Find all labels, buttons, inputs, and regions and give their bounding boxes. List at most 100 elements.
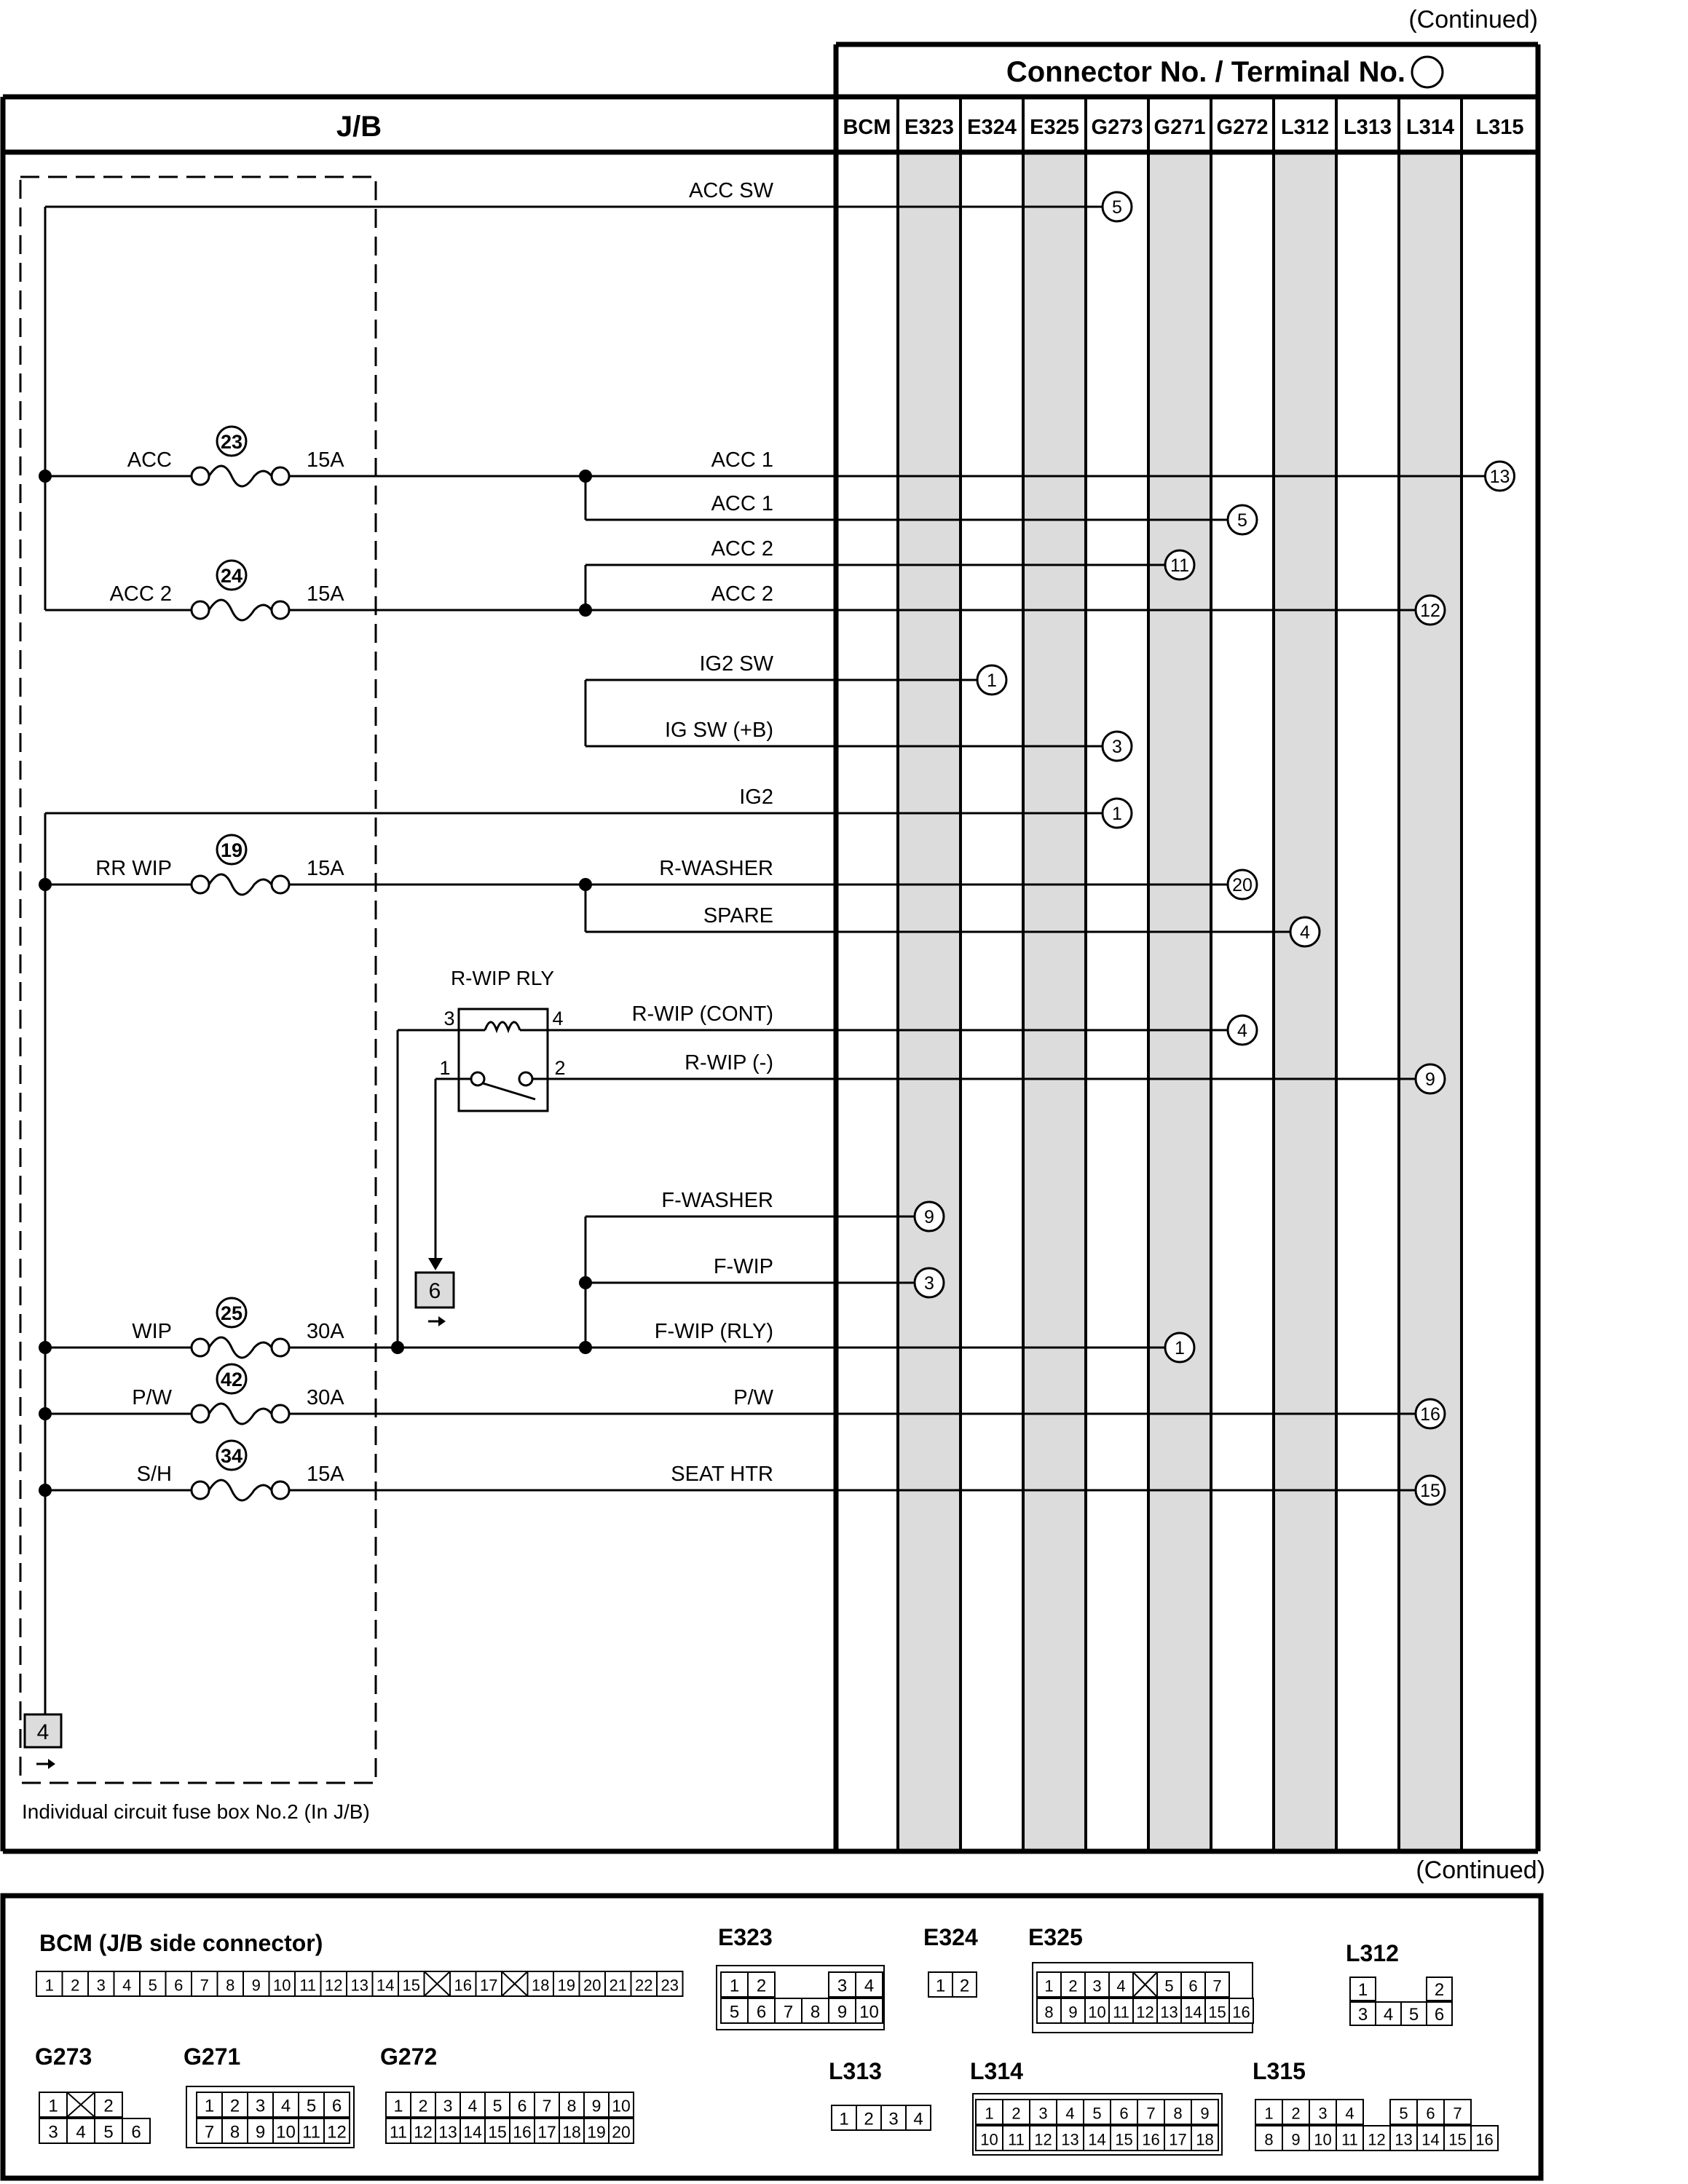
connector-pin: 11 xyxy=(1113,2003,1129,2022)
connector-pin: 9 xyxy=(592,2097,602,2116)
fuse-number-circle xyxy=(216,834,248,866)
terminal-circle xyxy=(1101,191,1133,223)
column-label-l313: L313 xyxy=(1344,116,1392,139)
terminal-circle xyxy=(1226,1014,1258,1046)
terminal-circle xyxy=(1484,460,1515,492)
terminal-number: 13 xyxy=(1490,467,1510,487)
connector-cell xyxy=(1470,2125,1499,2151)
connector-pin: 1 xyxy=(1264,2105,1273,2123)
connector-name: L315 xyxy=(1253,2058,1306,2084)
circuit-label: SPARE xyxy=(703,904,773,927)
connector-pin: 20 xyxy=(612,2123,631,2142)
continued-top-label: (Continued) xyxy=(1408,6,1538,33)
connector-cell xyxy=(1400,2001,1427,2026)
connector-cell xyxy=(346,1971,374,1997)
fuse-name: WIP xyxy=(132,1320,172,1343)
connector-cell xyxy=(1036,1971,1062,1998)
connector-pin: 3 xyxy=(888,2110,898,2129)
fuse-terminal xyxy=(190,874,210,895)
fuse-number: 42 xyxy=(221,1369,242,1390)
terminal-number: 3 xyxy=(1112,737,1122,757)
connector-cell xyxy=(484,2118,510,2144)
connector-header-title: Connector No. / Terminal No. xyxy=(1006,56,1405,88)
fuse-icon xyxy=(208,1402,273,1425)
fuse-name: ACC 2 xyxy=(110,582,172,606)
connector-pin: 16 xyxy=(1475,2131,1493,2149)
connector-cell xyxy=(1084,1998,1110,2024)
column-shading xyxy=(898,152,1462,1851)
fuse-terminal xyxy=(270,1404,291,1424)
connector-pin: 15 xyxy=(1448,2131,1466,2149)
connector-pin: 21 xyxy=(610,1977,627,1995)
terminal-number: 16 xyxy=(1420,1404,1440,1425)
connector-cell xyxy=(1389,2125,1418,2151)
connector-cell xyxy=(1036,1998,1062,2024)
circuit-label: F-WASHER xyxy=(661,1189,773,1212)
fuse-terminal xyxy=(190,1480,210,1500)
connector-pin: 3 xyxy=(1358,2005,1368,2025)
connector-cell xyxy=(578,1971,606,1997)
connector-pin: 8 xyxy=(226,1977,234,1995)
connector-cell xyxy=(216,1971,244,1997)
connector-pin: 7 xyxy=(1212,1977,1221,1995)
blank-cell-mark xyxy=(423,1971,451,1997)
blank-cell-mark xyxy=(501,1971,529,1997)
connector-pin: 5 xyxy=(103,2123,113,2143)
connector-pin: 4 xyxy=(1065,2105,1074,2123)
terminal-number: 3 xyxy=(924,1273,934,1294)
connector-pin: 6 xyxy=(332,2097,342,2116)
fuse-terminal xyxy=(190,600,210,620)
column-label-e323: E323 xyxy=(904,116,954,139)
blank-cell-mark xyxy=(66,2092,95,2118)
connector-pin: 7 xyxy=(200,1977,209,1995)
connector-cell xyxy=(1349,1977,1376,2001)
continued-bottom-label: (Continued) xyxy=(1416,1856,1545,1884)
connector-cell xyxy=(1110,2099,1138,2125)
terminal-circle xyxy=(1226,504,1258,536)
connector-pin: 9 xyxy=(1291,2131,1300,2149)
connector-cell xyxy=(526,1971,554,1997)
connector-cell xyxy=(1137,2125,1165,2151)
connector-pin: 9 xyxy=(1068,2003,1077,2022)
column-shade xyxy=(1399,152,1462,1851)
connector-cell xyxy=(534,2092,560,2118)
connector-cell xyxy=(398,1971,425,1997)
circuit-label: ACC 2 xyxy=(711,537,773,561)
connector-pin: 4 xyxy=(864,1977,874,1996)
connector-pin: 16 xyxy=(513,2123,532,2142)
connector-cell xyxy=(583,2118,610,2144)
column-label-e325: E325 xyxy=(1030,116,1079,139)
column-label-l312: L312 xyxy=(1281,116,1329,139)
fuse-name: ACC xyxy=(127,448,172,472)
connector-pin: 7 xyxy=(205,2123,214,2143)
connector-pin: 8 xyxy=(1173,2105,1182,2123)
connector-cell xyxy=(1108,1998,1134,2024)
connector-pin: 14 xyxy=(1421,2131,1439,2149)
connector-cell xyxy=(1108,1971,1134,1998)
fuse-icon xyxy=(208,464,273,488)
connector-cell xyxy=(1349,2001,1376,2026)
connector-cell xyxy=(880,2105,907,2131)
connector-pin: 3 xyxy=(1318,2105,1327,2123)
terminal-number: 5 xyxy=(1237,510,1247,531)
connector-name: G271 xyxy=(184,2043,240,2070)
connector-pin: 14 xyxy=(1088,2131,1105,2149)
connector-pin: 11 xyxy=(1341,2131,1358,2149)
connector-cell xyxy=(1191,2125,1219,2151)
connector-cell xyxy=(559,2118,585,2144)
fuse-rating: 30A xyxy=(307,1386,344,1409)
connector-cell xyxy=(553,1971,580,1997)
connector-pin: 5 xyxy=(307,2097,316,2116)
terminal-number: 20 xyxy=(1232,875,1253,895)
connector-cell xyxy=(165,1971,192,1997)
connector-pin: 10 xyxy=(273,1977,291,1995)
connector-pin: 1 xyxy=(1044,1977,1053,1995)
fuse-number-circle xyxy=(216,1363,248,1395)
connector-cell xyxy=(385,2118,411,2144)
connector-name: L312 xyxy=(1346,1940,1399,1966)
connector-cell xyxy=(1156,1971,1182,1998)
connector-cell xyxy=(385,2092,411,2118)
connector-pin: 15 xyxy=(1208,2003,1226,2022)
terminal-circle xyxy=(1226,869,1258,901)
terminal-circle xyxy=(1414,594,1446,626)
